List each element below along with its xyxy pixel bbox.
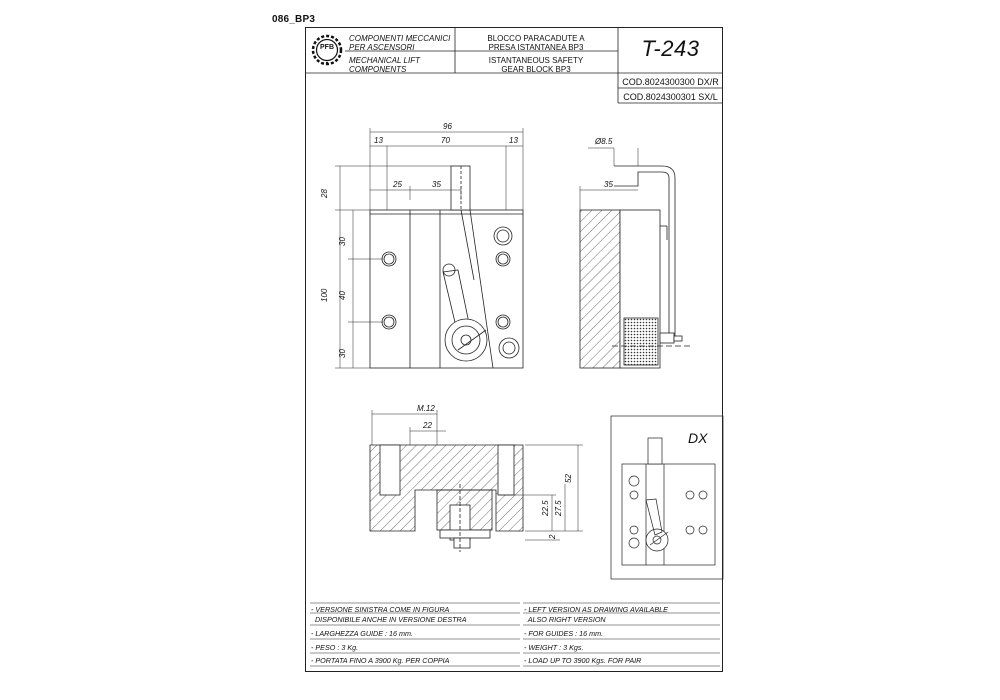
note-en-3: - FOR GUIDES : 16 mm. <box>524 629 604 638</box>
dim-27-5: 27.5 <box>554 500 563 517</box>
company-name-it: COMPONENTI MECCANICI PER ASCENSORI <box>349 34 450 52</box>
company-logo <box>311 34 343 66</box>
company-it-line-2: PER ASCENSORI <box>349 43 415 52</box>
note-it-5: - PORTATA FINO A 3900 Kg. PER COPPIA <box>311 656 450 665</box>
section-dimension-lines <box>371 410 583 541</box>
sheet-id: 086_BP3 <box>272 14 316 25</box>
note-it-3: - LARGHEZZA GUIDE : 16 mm. <box>311 629 413 638</box>
title-it-line-2: PRESA ISTANTANEA BP3 <box>488 43 584 52</box>
dim-m12: M.12 <box>417 404 435 413</box>
dim-52: 52 <box>564 474 573 483</box>
company-en-line-2: COMPONENTS <box>349 65 407 74</box>
company-it-line-1: COMPONENTI MECCANICI <box>349 34 451 43</box>
dim-diameter: Ø8.5 <box>594 137 613 146</box>
note-en-5: - LOAD UP TO 3900 Kgs. FOR PAIR <box>524 656 642 665</box>
front-dimension-lines <box>335 128 524 369</box>
note-en-4: - WEIGHT : 3 Kgs. <box>524 643 584 652</box>
title-it: BLOCCO PARACADUTE A PRESA ISTANTANEA BP3 <box>455 34 617 52</box>
dim-35-side: 35 <box>604 180 613 189</box>
note-it-2: DISPONIBILE ANCHE IN VERSIONE DESTRA <box>311 615 467 624</box>
front-view <box>369 165 524 369</box>
logo-text: PFB <box>320 44 334 51</box>
note-it-1: - VERSIONE SINISTRA COME IN FIGURA <box>311 605 450 614</box>
dim-96: 96 <box>443 122 452 131</box>
dim-13-right: 13 <box>509 136 518 145</box>
note-en-1: - LEFT VERSION AS DRAWING AVAILABLE <box>524 605 668 614</box>
notes-table-lines <box>310 602 720 667</box>
side-dimension-lines <box>579 147 639 210</box>
dim-25: 25 <box>392 180 402 189</box>
section-view <box>369 444 524 552</box>
dim-22: 22 <box>422 421 432 430</box>
dim-13-left: 13 <box>374 136 383 145</box>
dim-2: 2 <box>548 534 557 540</box>
note-en-2: ALSO RIGHT VERSION <box>524 615 606 624</box>
company-en-line-1: MECHANICAL LIFT <box>349 56 420 65</box>
drawing-number: T-243 <box>641 36 700 61</box>
code-sx: COD.8024300301 SX/L <box>623 92 718 102</box>
drawing-frame <box>305 27 723 672</box>
dim-30-bottom: 30 <box>338 349 347 358</box>
title-block-lines <box>305 27 723 104</box>
note-it-4: - PESO : 3 Kg. <box>311 643 359 652</box>
dim-22-5: 22.5 <box>541 500 550 517</box>
title-it-line-1: BLOCCO PARACADUTE A <box>487 34 585 43</box>
dim-28: 28 <box>320 189 329 199</box>
detail-label: DX <box>688 430 708 446</box>
dim-35-front: 35 <box>432 180 441 189</box>
title-en-line-2: GEAR BLOCK BP3 <box>501 65 571 74</box>
dim-40: 40 <box>338 291 347 300</box>
title-en: ISTANTANEOUS SAFETY GEAR BLOCK BP3 <box>455 56 617 74</box>
company-name-en: MECHANICAL LIFT COMPONENTS <box>349 56 420 74</box>
dim-100: 100 <box>320 288 329 302</box>
dim-70: 70 <box>441 136 450 145</box>
title-en-line-1: ISTANTANEOUS SAFETY <box>488 56 584 65</box>
code-dx: COD.8024300300 DX/R <box>622 77 719 87</box>
dim-30-top: 30 <box>338 237 347 246</box>
detail-dx-view <box>610 415 724 580</box>
side-view <box>579 165 692 369</box>
